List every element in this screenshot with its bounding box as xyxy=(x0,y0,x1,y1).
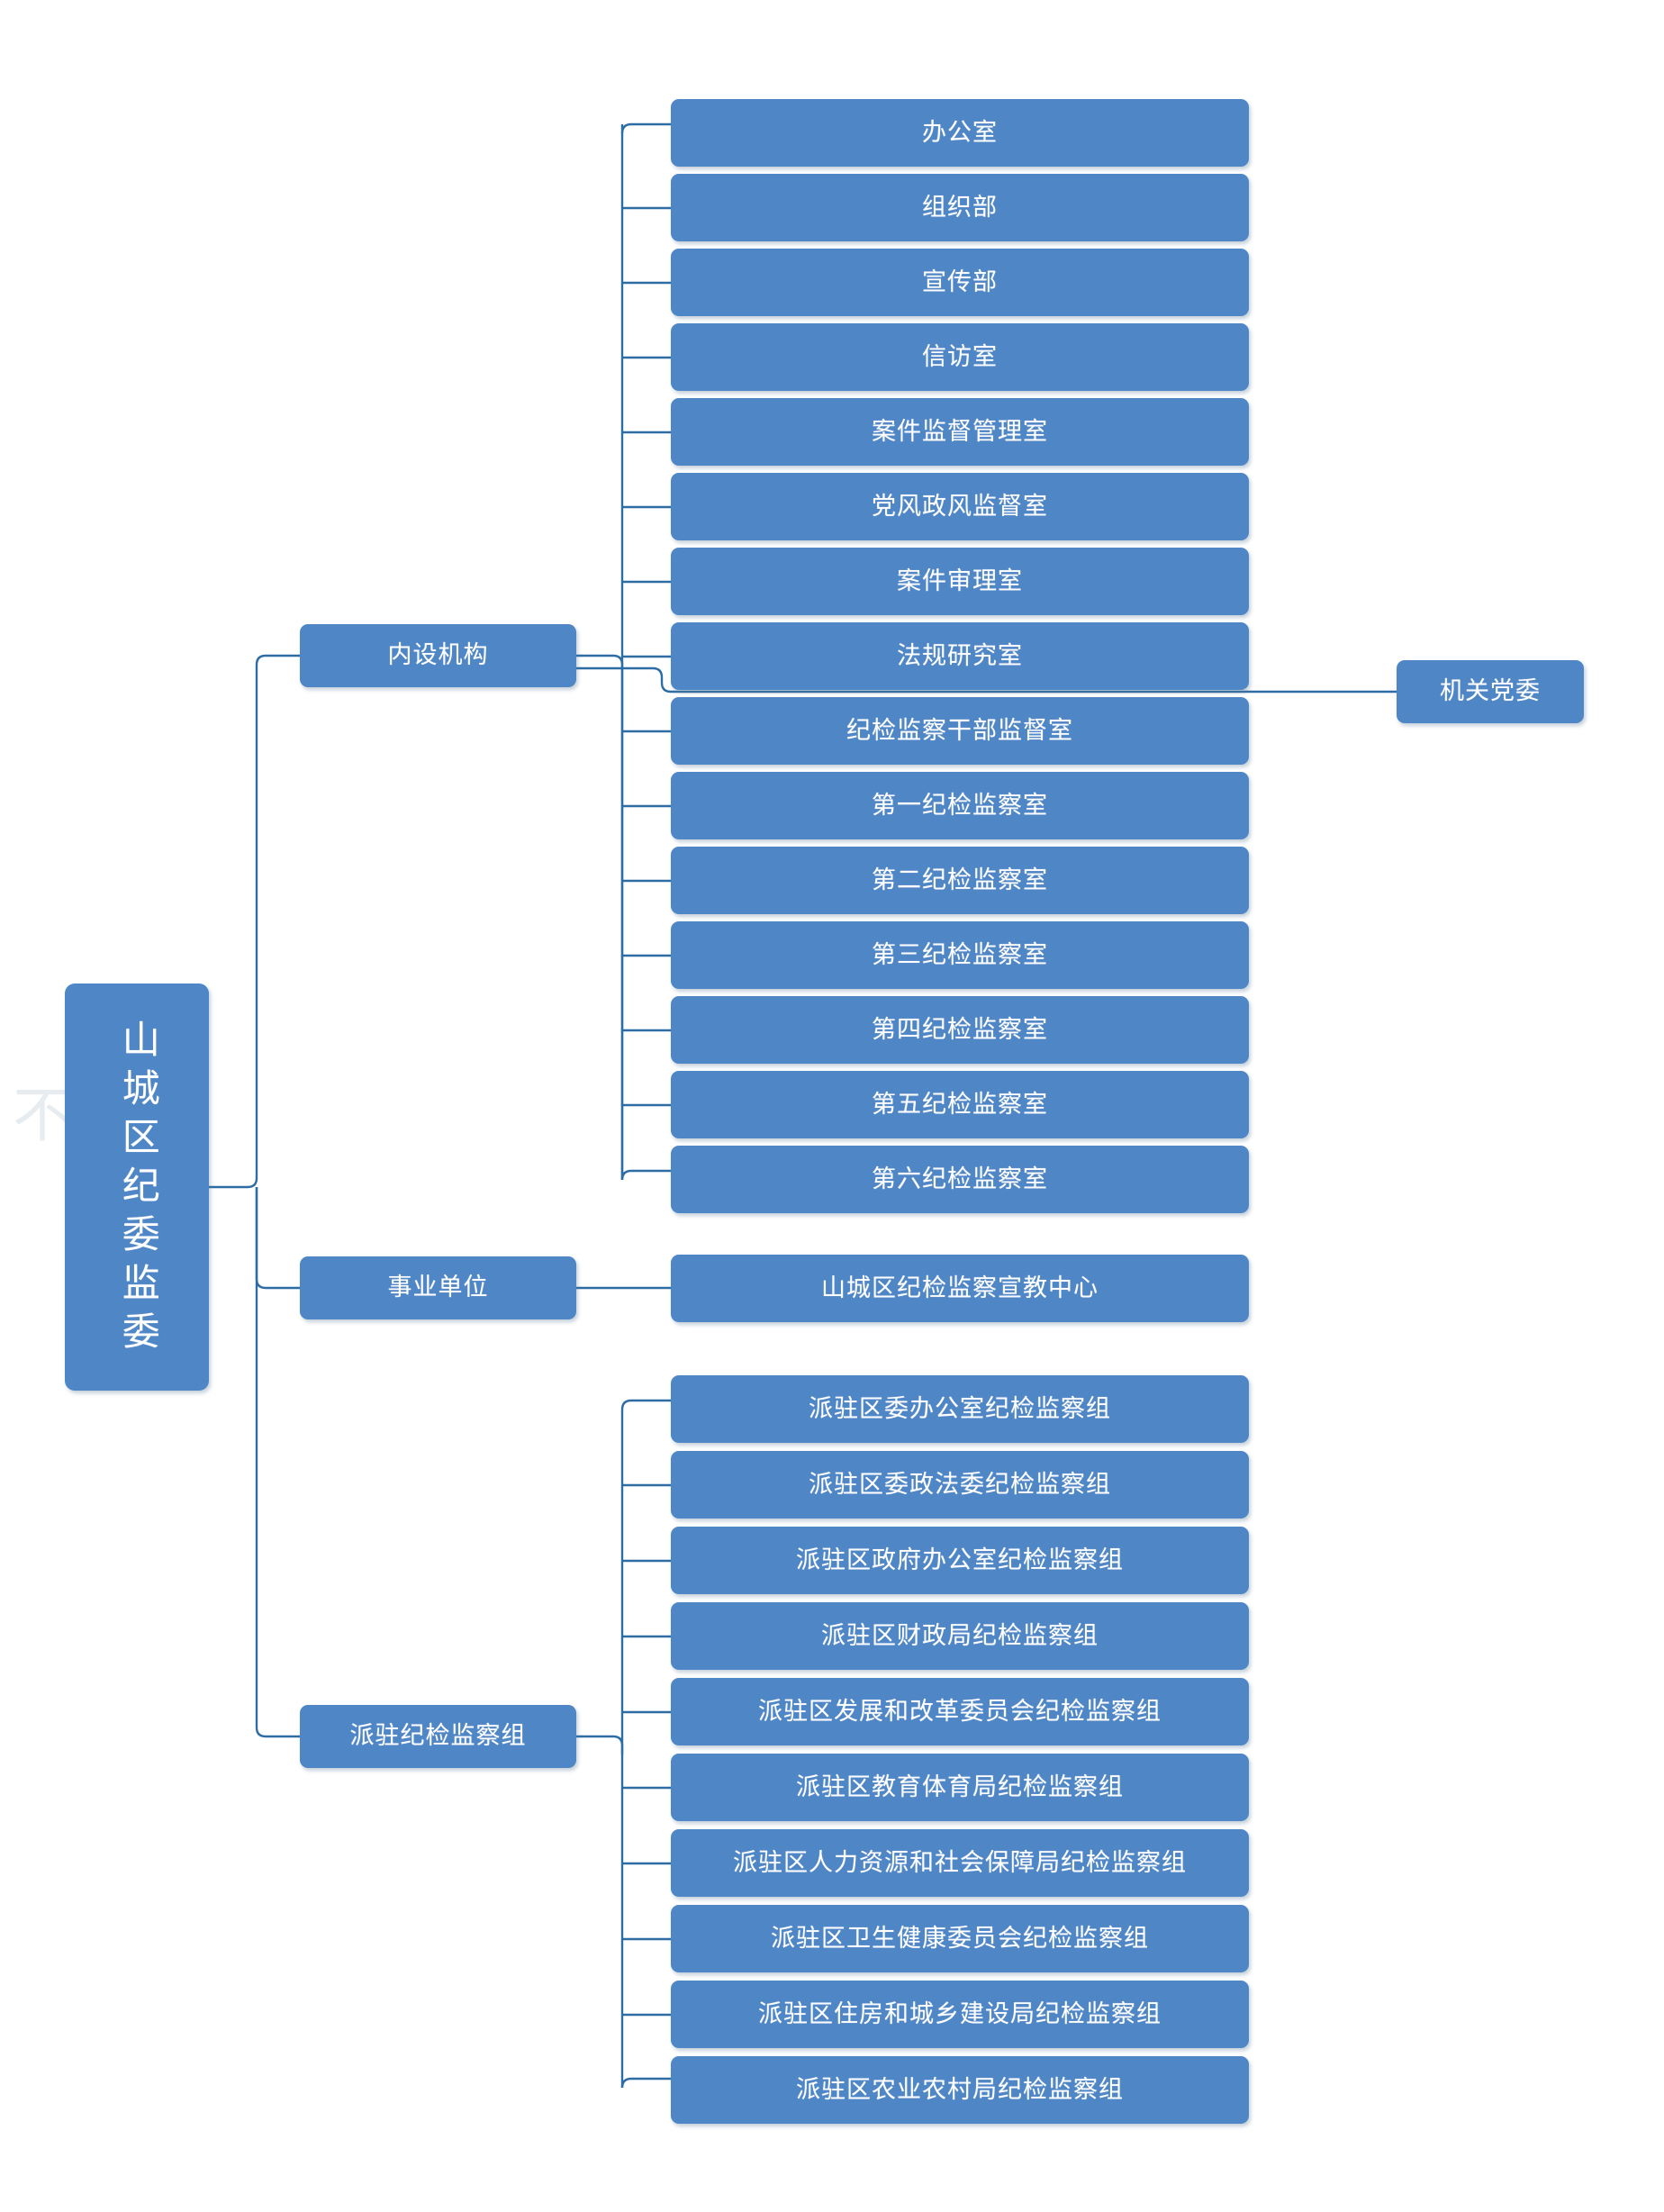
branch-node-internal[interactable]: 内设机构 xyxy=(300,624,576,687)
leaf-node-internal-10[interactable]: 第二纪检监察室 xyxy=(671,847,1249,914)
leaf-node-internal-4[interactable]: 案件监督管理室 xyxy=(671,398,1249,466)
leaf-node-dispatched-9[interactable]: 派驻区农业农村局纪检监察组 xyxy=(671,2056,1249,2124)
leaf-node-internal-3[interactable]: 信访室 xyxy=(671,323,1249,391)
side-node-party-committee[interactable]: 机关党委 xyxy=(1397,660,1584,723)
leaf-node-internal-6[interactable]: 案件审理室 xyxy=(671,548,1249,615)
branch-node-dispatched[interactable]: 派驻纪检监察组 xyxy=(300,1705,576,1768)
leaf-node-dispatched-2[interactable]: 派驻区政府办公室纪检监察组 xyxy=(671,1527,1249,1594)
leaf-node-institution-0[interactable]: 山城区纪检监察宣教中心 xyxy=(671,1255,1249,1322)
leaf-node-dispatched-6[interactable]: 派驻区人力资源和社会保障局纪检监察组 xyxy=(671,1829,1249,1897)
leaf-node-internal-5[interactable]: 党风政风监督室 xyxy=(671,473,1249,540)
leaf-node-internal-8[interactable]: 纪检监察干部监督室 xyxy=(671,697,1249,765)
leaf-node-internal-12[interactable]: 第四纪检监察室 xyxy=(671,996,1249,1064)
leaf-node-internal-2[interactable]: 宣传部 xyxy=(671,249,1249,316)
leaf-node-internal-9[interactable]: 第一纪检监察室 xyxy=(671,772,1249,839)
leaf-node-dispatched-8[interactable]: 派驻区住房和城乡建设局纪检监察组 xyxy=(671,1981,1249,2048)
leaf-node-dispatched-7[interactable]: 派驻区卫生健康委员会纪检监察组 xyxy=(671,1905,1249,1972)
leaf-node-internal-0[interactable]: 办公室 xyxy=(671,99,1249,167)
root-node[interactable]: 山城区纪委监委 xyxy=(65,984,209,1391)
leaf-node-internal-7[interactable]: 法规研究室 xyxy=(671,622,1249,690)
leaf-node-dispatched-1[interactable]: 派驻区委政法委纪检监察组 xyxy=(671,1451,1249,1518)
leaf-node-internal-11[interactable]: 第三纪检监察室 xyxy=(671,921,1249,989)
leaf-node-dispatched-0[interactable]: 派驻区委办公室纪检监察组 xyxy=(671,1375,1249,1443)
leaf-node-internal-14[interactable]: 第六纪检监察室 xyxy=(671,1146,1249,1213)
leaf-node-internal-13[interactable]: 第五纪检监察室 xyxy=(671,1071,1249,1138)
leaf-node-internal-1[interactable]: 组织部 xyxy=(671,174,1249,241)
leaf-node-dispatched-3[interactable]: 派驻区财政局纪检监察组 xyxy=(671,1602,1249,1670)
leaf-node-dispatched-5[interactable]: 派驻区教育体育局纪检监察组 xyxy=(671,1754,1249,1821)
branch-node-institution[interactable]: 事业单位 xyxy=(300,1256,576,1319)
leaf-node-dispatched-4[interactable]: 派驻区发展和改革委员会纪检监察组 xyxy=(671,1678,1249,1745)
